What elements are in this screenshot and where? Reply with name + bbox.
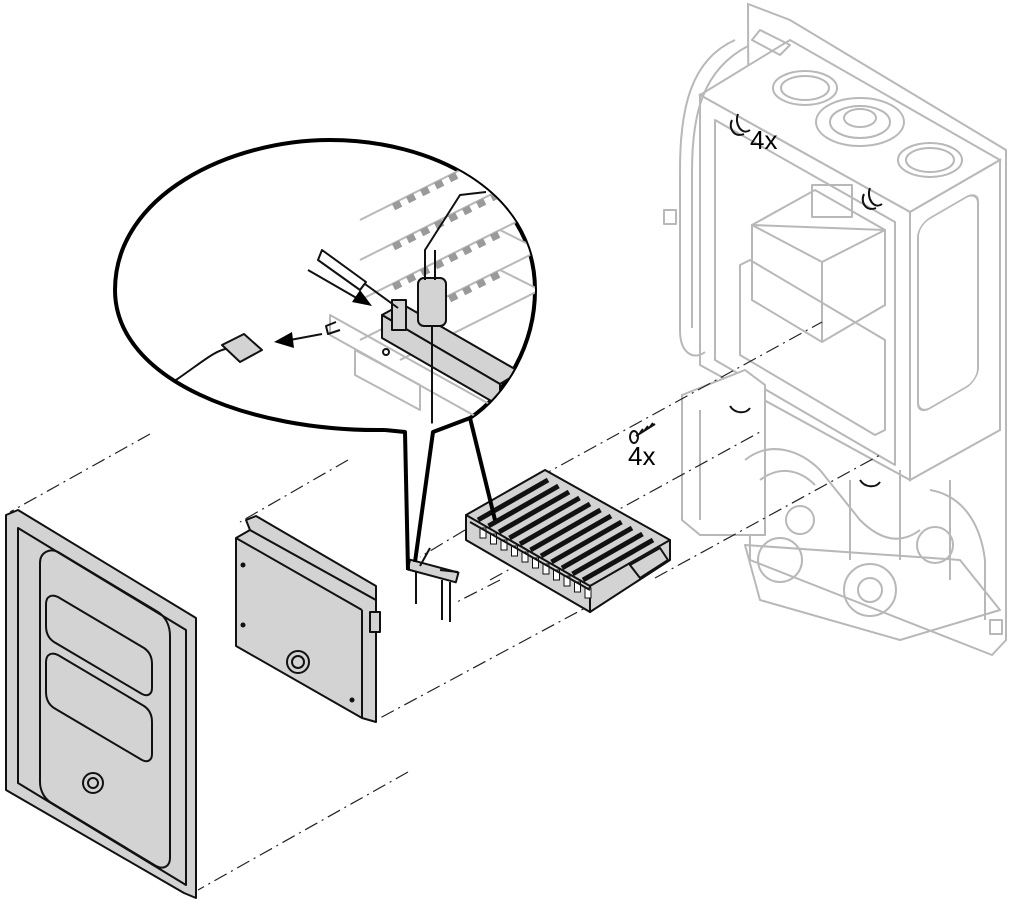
callout-burner-slot	[490, 271, 501, 282]
callout-burner-slot	[476, 158, 487, 169]
callout-burner-slot	[490, 231, 501, 242]
arrow-right-icon	[307, 269, 372, 306]
front-casing-panel	[5, 509, 197, 899]
burner-rib	[571, 531, 644, 577]
callout-burner-slot	[462, 205, 473, 216]
explosion-lines	[9, 321, 881, 891]
callout-burner-slot	[476, 238, 487, 249]
callout-burner-slot	[392, 240, 403, 251]
burner-rib	[529, 507, 602, 553]
burner	[465, 469, 671, 613]
callout-burner-slot	[406, 273, 417, 284]
callout-burner-slot	[448, 172, 459, 183]
burner-rib	[476, 477, 550, 523]
burner-port	[511, 545, 518, 557]
callout-burner-slot	[461, 245, 473, 256]
clip-icon	[729, 113, 883, 488]
callout-burner-slot	[434, 219, 445, 230]
callout-burner-slot	[461, 285, 473, 296]
burner-rib	[581, 537, 655, 583]
callout-burner-slot	[448, 212, 459, 223]
arrow-left-icon	[274, 321, 341, 348]
detail-magnified-view	[175, 148, 535, 431]
burner-rib	[539, 513, 613, 559]
callout-burner-slot	[447, 292, 459, 303]
burner-rib	[487, 483, 560, 529]
callout-burner-slot	[392, 200, 403, 211]
callout-burner-slot	[406, 233, 417, 244]
callout-burner-slot	[392, 280, 403, 291]
burner-rib	[550, 519, 623, 565]
detail-callout	[113, 138, 537, 571]
screws-quantity-label: 4x	[628, 441, 655, 471]
callout-burner-slot	[490, 151, 501, 162]
burner-rib	[560, 525, 634, 571]
combustion-chamber-cover	[235, 515, 381, 723]
screw-icon	[629, 422, 656, 444]
callout-burner-slot	[406, 193, 417, 204]
callout-burner-slot	[476, 198, 487, 209]
burner-port	[521, 551, 529, 563]
burner-port	[490, 533, 497, 545]
callout-burner-slot	[434, 259, 445, 270]
clips-quantity-label: 4x	[750, 125, 777, 155]
burner-port	[500, 539, 508, 551]
boiler-housing	[663, 2, 1007, 657]
callout-burner-slot	[420, 186, 431, 197]
burner-rib	[508, 495, 581, 541]
callout-burner-slot	[420, 226, 431, 237]
burner-rib	[518, 501, 592, 547]
callout-burner-slot	[434, 179, 445, 190]
burner-rib	[497, 489, 571, 535]
callout-burner-slot	[476, 278, 487, 289]
burner-port	[479, 527, 487, 539]
callout-burner-slot	[447, 252, 459, 263]
